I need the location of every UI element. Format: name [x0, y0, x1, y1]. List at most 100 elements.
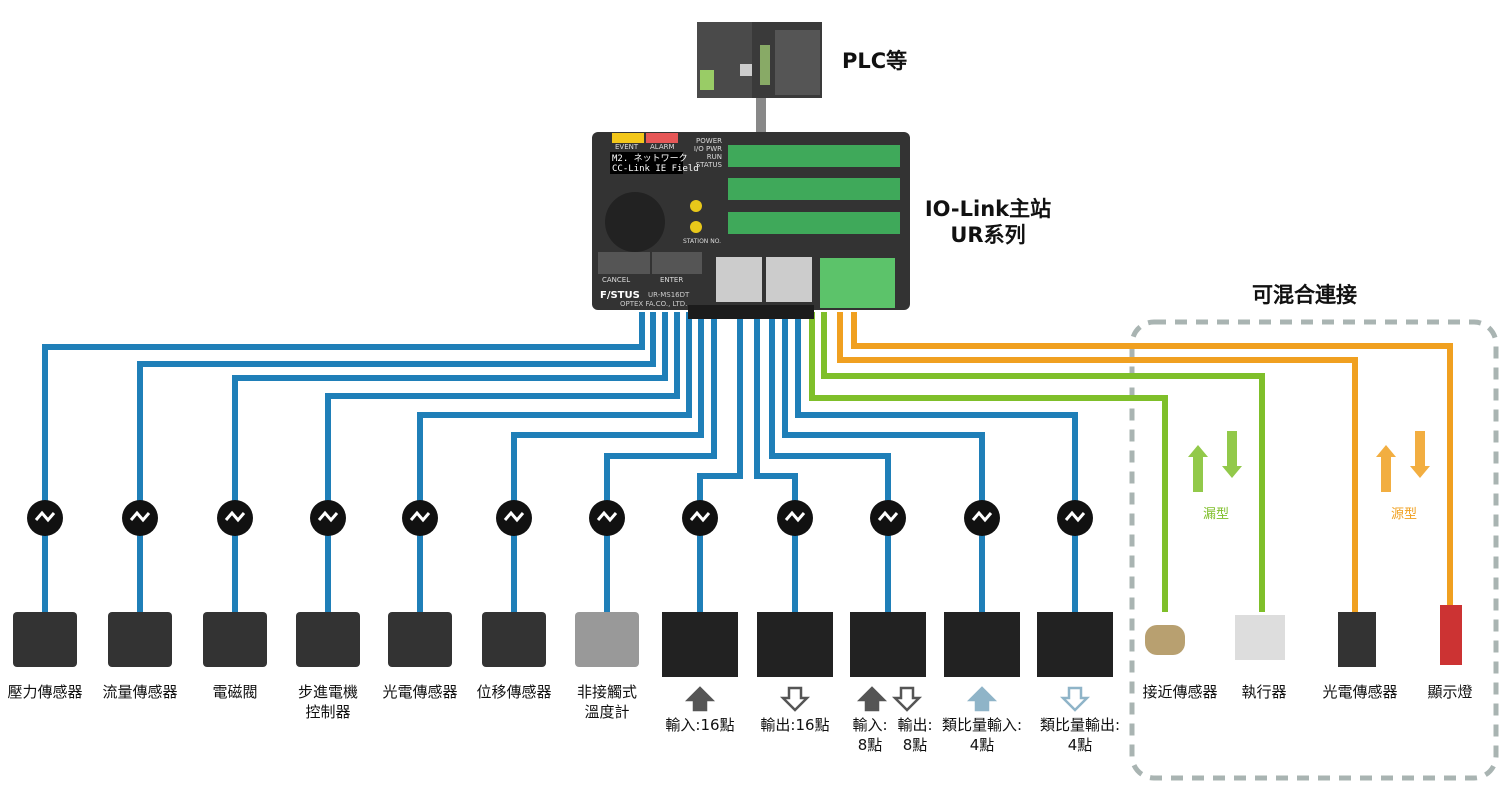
led-labels: POWER I/O PWR RUN STATUS: [686, 137, 722, 169]
led-status-label: STATUS: [695, 161, 722, 169]
mixed-device-label: 光電傳感器: [1322, 683, 1398, 701]
station-no-label: STATION NO.: [683, 238, 722, 245]
zigzag-icon: [34, 510, 56, 523]
input-arrow-icon: [856, 686, 888, 712]
cable-blue: [42, 312, 645, 612]
analog-input-arrow-icon: [966, 686, 998, 712]
zigzag-icon: [409, 510, 431, 523]
display-line-1: M2. ネットワーク: [612, 154, 688, 164]
device-label-line2: 4點: [1067, 736, 1093, 754]
zigzag-icon: [503, 510, 525, 523]
plc-label: PLC等: [842, 49, 908, 73]
device-label: 類比量輸入: 4點: [942, 715, 1022, 755]
event-label: EVENT: [615, 143, 639, 151]
device-label-line1: 壓力傳感器: [7, 683, 83, 701]
mixed-connection-label: 可混合連接: [1252, 283, 1357, 307]
device-label-line1: 類比量輸出:: [1039, 716, 1121, 734]
cable-blue: [137, 312, 656, 612]
sensor-device: [388, 612, 452, 667]
io-link-master-unit: [592, 132, 910, 319]
zigzag-icon: [877, 510, 899, 523]
analog-output-arrow-icon: [1059, 686, 1091, 712]
cable-orange: [851, 312, 1453, 612]
device-label: 電磁閥: [212, 682, 257, 702]
mixed-device-label: 顯示燈: [1427, 683, 1473, 701]
down-arrow-icon: [1222, 431, 1242, 478]
device-label-line1: 非接觸式: [576, 683, 638, 701]
io-hub-device: [944, 612, 1020, 677]
output-arrow-icon: [891, 686, 923, 712]
cancel-button-label: CANCEL: [602, 276, 631, 284]
cable-green: [821, 312, 1265, 612]
device-label: 輸出:16點: [760, 715, 829, 735]
device-label-line1: 類比量輸入:: [941, 716, 1023, 734]
display-line-2: CC-Link IE Field: [612, 164, 699, 174]
device-label-line1: 輸入:: [852, 716, 888, 734]
io-hub-device: [850, 612, 926, 677]
cable-blue: [325, 312, 680, 612]
input-arrow-icon: [684, 686, 716, 712]
sensor-device: [203, 612, 267, 667]
device-label-line1: 電磁閥: [212, 683, 258, 701]
cable-blue: [697, 312, 743, 612]
mixed-device-label: 接近傳感器: [1142, 683, 1218, 701]
device-label-line1: 輸入:16點: [665, 716, 735, 734]
master-title-line1: IO-Link主站: [924, 197, 1052, 221]
alarm-label: ALARM: [650, 143, 675, 151]
cable-blue: [232, 312, 668, 612]
device-label: 輸出:8點: [897, 715, 932, 755]
actuator-device: [1235, 615, 1285, 660]
device-label-line1: 輸出:: [897, 716, 933, 734]
device-label-line1: 位移傳感器: [476, 683, 552, 701]
io-hub-device: [757, 612, 833, 677]
sensor-device: [482, 612, 546, 667]
cable-blue: [754, 312, 798, 612]
sensor-device: [108, 612, 172, 667]
device-label: 非接觸式溫度計: [577, 682, 637, 722]
zigzag-icon: [317, 510, 339, 523]
cable-blue: [417, 312, 692, 612]
plc-unit: [697, 22, 822, 135]
mixed-device-label: 執行器: [1241, 683, 1287, 701]
zigzag-icon: [129, 510, 151, 523]
zigzag-icon: [224, 510, 246, 523]
up-arrow-icon: [1188, 445, 1208, 492]
mixed-connection-box: [1129, 319, 1499, 781]
device-label: 輸入: 8點: [852, 715, 887, 755]
sensor-device: [13, 612, 77, 667]
device-label-line2: 控制器: [305, 703, 351, 721]
device-label-line1: 光電傳感器: [382, 683, 458, 701]
device-label: 類比量輸出: 4點: [1040, 715, 1120, 755]
brand-logo: F/STUS: [600, 290, 640, 301]
zigzag-icon: [784, 510, 806, 523]
device-label-line2: 4點: [969, 736, 995, 754]
output-arrow-icon: [779, 686, 811, 712]
device-label-line1: 輸出:16點: [760, 716, 830, 734]
zigzag-icon: [596, 510, 618, 523]
source-type-label: 源型: [1390, 507, 1418, 522]
io-hub-device: [1037, 612, 1113, 677]
sink-type-label: 漏型: [1202, 507, 1230, 522]
enter-button-label: ENTER: [660, 276, 684, 284]
zigzag-icon: [971, 510, 993, 523]
device-label-line2: 8點: [857, 736, 883, 754]
device-label-line2: 溫度計: [584, 703, 630, 721]
device-label: 位移傳感器: [476, 682, 551, 702]
signal-tower-device: [1440, 605, 1462, 665]
cable-orange: [837, 312, 1358, 612]
master-series: UR系列: [950, 223, 1026, 247]
device-label-line1: 流量傳感器: [102, 683, 178, 701]
proximity-sensor-device: [1145, 625, 1185, 655]
zigzag-icon: [689, 510, 711, 523]
led-run-label: RUN: [706, 153, 722, 161]
cable-green: [809, 312, 1168, 612]
maker-name: OPTEX FA.CO., LTD.: [620, 300, 688, 308]
device-label-line1: 步進電機: [297, 683, 359, 701]
down-arrow-icon: [1410, 431, 1430, 478]
device-label: 壓力傳感器: [7, 682, 82, 702]
sensor-device: [296, 612, 360, 667]
